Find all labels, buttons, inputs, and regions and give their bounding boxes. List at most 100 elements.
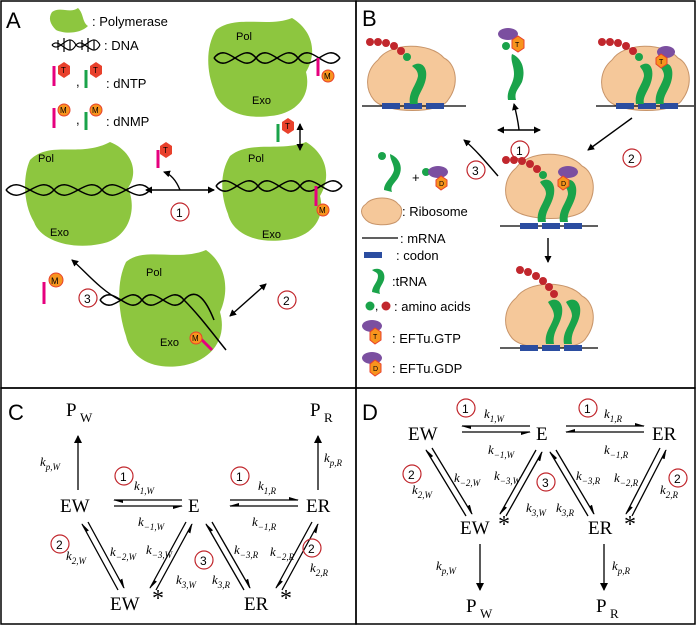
rate-c-k3r: k3,R <box>212 572 231 590</box>
pol-label-left: Pol <box>38 153 54 165</box>
ribosome-bottom <box>500 266 598 351</box>
rate-c-km1w: k−1,W <box>138 514 166 532</box>
amino-comma: , <box>375 299 378 313</box>
rate-c-km3w: k−3,W <box>146 542 174 560</box>
step-b2-label: 2 <box>628 152 635 166</box>
step-circle-d2-right: 2 <box>668 468 688 488</box>
t-glyph-vertical: T <box>285 122 290 131</box>
ribosome-top-right: T <box>596 38 694 111</box>
node-d-ews: EW <box>460 518 490 539</box>
polymerase-complex-top: M Pol Exo <box>208 18 341 117</box>
node-c-ers-star: * <box>280 586 292 612</box>
m-glyph-right: M <box>319 206 326 215</box>
eftu-gtp-legend-icon: T <box>362 320 382 345</box>
rate-c-k2r: k2,R <box>310 560 329 578</box>
arrow-c-ews-to-e <box>155 523 193 591</box>
rate-c-kpw: kp,W <box>40 454 62 472</box>
rate-d-km1w: k−1,W <box>488 442 516 460</box>
arrow-d-ews-to-e <box>505 451 543 517</box>
arrow-d-ers-to-e <box>549 451 589 517</box>
trna-legend-icon <box>372 268 385 294</box>
node-c-pw: P <box>66 400 77 421</box>
legend-amino-label: : amino acids <box>394 299 471 314</box>
step-circle-a1: 1 <box>170 202 190 222</box>
step-c2-right-label: 2 <box>308 542 315 556</box>
exo-label-left: Exo <box>50 227 69 239</box>
arrow-d-ews-to-ew <box>425 449 467 517</box>
rate-c-k2w: k2,W <box>66 548 88 566</box>
legend-trna-label: :tRNA <box>392 274 427 289</box>
exo-label-bottom: Exo <box>160 337 179 349</box>
rate-c-k1r: k1,R <box>258 478 277 496</box>
step-d1-right-label: 1 <box>584 402 591 416</box>
ribosome-middle: D <box>500 153 598 229</box>
node-c-e: E <box>188 496 200 517</box>
free-dntp-vertical: T <box>276 118 294 142</box>
dnmp-legend-icon: M , M <box>52 103 103 130</box>
rate-d-km3w: k−3,W <box>494 468 522 486</box>
step-circle-d3: 3 <box>536 472 556 492</box>
gdp-d-glyph-released: D <box>439 181 444 188</box>
rate-d-k3w: k3,W <box>526 500 548 518</box>
step-a2-label: 2 <box>283 294 290 308</box>
codon-legend-icon <box>364 252 382 258</box>
step-circle-b2: 2 <box>622 148 642 168</box>
step-circle-c3: 3 <box>194 550 214 570</box>
step-circle-d1-right: 1 <box>578 398 598 418</box>
rate-c-km1r: k−1,R <box>252 514 277 532</box>
legend-gdp-label: : EFTu.GDP <box>392 361 462 376</box>
node-c-ews-star: * <box>152 586 164 612</box>
arrow-c-e-to-ers <box>211 521 251 589</box>
node-d-ews-star: * <box>498 512 510 538</box>
rate-d-km2r: k−2,R <box>614 470 639 488</box>
plus-sign: + <box>412 170 420 185</box>
legend-gdp-d-glyph: D <box>373 366 378 373</box>
released-dnmp-step3: M <box>42 272 64 304</box>
arrow-b-step1-branch <box>512 103 520 131</box>
panel-b-letter: B <box>362 6 377 31</box>
node-c-pw-sub: W <box>80 410 93 425</box>
step-circle-c1-left: 1 <box>114 466 134 486</box>
arrow-c-er-to-ers <box>275 521 313 589</box>
legend-gtp-t-glyph: T <box>373 334 378 341</box>
legend-mrna-label: : mRNA <box>400 231 446 246</box>
arrow-c-ew-to-ews <box>87 521 125 589</box>
step-c1-right-label: 1 <box>236 470 243 484</box>
step-circle-c2-right: 2 <box>302 538 322 558</box>
panel-b: B T <box>361 6 694 377</box>
pol-label-bottom: Pol <box>146 267 162 279</box>
step-d2-left-label: 2 <box>408 468 415 482</box>
step-circle-a3: 3 <box>78 288 98 308</box>
arrow-d-ew-to-ews <box>431 447 473 515</box>
polymerase-legend-icon <box>49 8 88 33</box>
m-glyph-top: M <box>324 72 331 81</box>
m-glyph-step3: M <box>51 276 59 286</box>
step-circle-b1: 1 <box>510 140 530 160</box>
node-d-pr: P <box>596 596 607 617</box>
node-d-e: E <box>536 424 548 445</box>
gtp-t-glyph-free: T <box>515 42 520 49</box>
arrow-a-step2 <box>229 283 267 317</box>
exo-label-right: Exo <box>262 229 281 241</box>
free-dntp-step1: T <box>156 142 172 168</box>
panel-d-frame <box>355 387 696 625</box>
arrow-c-ews-to-ew <box>81 523 119 591</box>
pol-label-top: Pol <box>236 31 252 43</box>
rate-d-k2w: k2,W <box>412 482 434 500</box>
arrow-d-e-to-ews <box>499 449 537 515</box>
step-circle-c2-left: 2 <box>50 534 70 554</box>
rate-c-k1w: k1,W <box>134 478 156 496</box>
legend-polymerase-label: : Polymerase <box>92 14 168 29</box>
panel-d-letter: D <box>362 400 378 425</box>
polymerase-complex-left: Pol Exo <box>5 142 151 246</box>
dnmp-m-glyph-2: M <box>92 106 99 115</box>
node-c-pr-sub: R <box>324 410 333 425</box>
rate-d-k3r: k3,R <box>556 500 575 518</box>
arrow-d-e-to-ers <box>555 449 595 515</box>
node-c-ers: ER <box>244 594 269 615</box>
eftu-gdp-legend-icon: D <box>362 352 382 377</box>
released-trna-gdp: + D <box>378 152 448 192</box>
step-c3-label: 3 <box>200 554 207 568</box>
step-circle-c1-right: 1 <box>230 466 250 486</box>
